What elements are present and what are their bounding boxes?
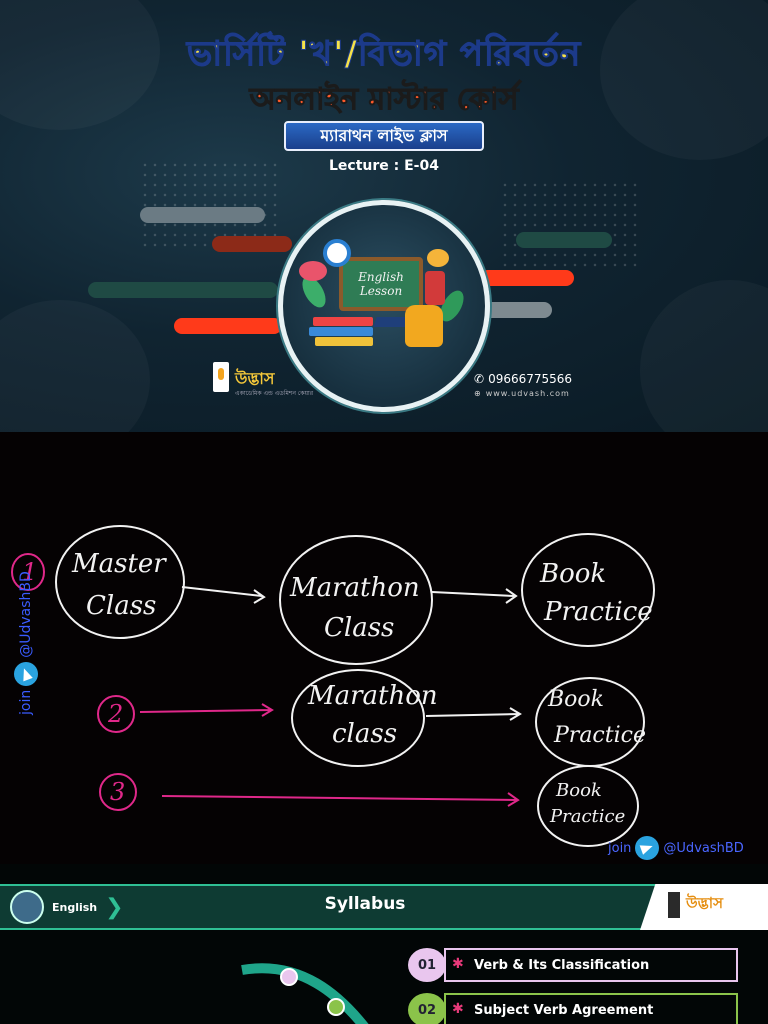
lecture-number: Lecture : E-04 (329, 158, 439, 174)
timeline-curve (241, 963, 369, 1024)
english-book-icon (10, 890, 44, 924)
board-text: English (358, 270, 404, 284)
telegram-handle: @UdvashBD (663, 840, 744, 856)
node-label: Practice (553, 723, 646, 748)
book-icon (313, 317, 373, 326)
telegram-icon (14, 661, 38, 686)
contact-info: ✆09666775566 ⊕www.udvash.com (474, 372, 572, 401)
lesson-illustration: English Lesson (278, 200, 490, 412)
node-book-practice-3 (537, 765, 639, 847)
syllabus-topic: 01 ✱ Verb & Its Classification (408, 948, 738, 982)
node-label: Book (547, 687, 604, 712)
arrow (425, 707, 522, 721)
bg-stripe (470, 302, 552, 318)
bg-dots (500, 180, 640, 270)
topic-label: Subject Verb Agreement (474, 1002, 654, 1018)
bg-stripe (174, 318, 282, 334)
bg-stripe (516, 232, 612, 248)
phone-icon: ✆ (474, 372, 485, 386)
topic-number: 02 (408, 993, 446, 1024)
speech-bubble-icon (427, 249, 449, 267)
join-text: join (18, 689, 34, 715)
bg-stripe (212, 236, 292, 252)
number-circle (97, 695, 135, 733)
topic-label-box: ✱ Subject Verb Agreement (444, 993, 738, 1024)
node-label: Book (539, 559, 606, 589)
node-label: Book (555, 780, 602, 801)
udvash-logo: উদ্ভাস একাডেমিক এন্ড এডমিশন কেয়ার (213, 362, 313, 398)
side-telegram-watermark[interactable]: join @UdvashBD (14, 571, 38, 715)
bg-stripe (140, 207, 265, 223)
class-type-badge: ম্যারাথন লাইভ ক্লাস (284, 121, 484, 151)
syllabus-header: English ❯ Syllabus উদ্ভাস (0, 884, 768, 930)
book-icon (315, 337, 373, 346)
phone-booth-icon (425, 271, 445, 305)
node-label: Class (324, 613, 394, 643)
node-marathon-class-2 (291, 669, 425, 767)
bg-dots (140, 160, 280, 250)
timeline-dot (327, 998, 345, 1016)
node-label: Master (71, 549, 167, 579)
number-circle (99, 773, 137, 811)
timeline-dot (280, 968, 298, 986)
node-book-practice (521, 533, 655, 647)
row-number: 3 (110, 778, 125, 806)
asterisk-icon: ✱ (452, 1001, 464, 1017)
bg-stripe (480, 270, 574, 286)
banner-title: ভার্সিটি 'খ'/বিভাগ পরিবর্তন (186, 34, 582, 75)
node-label: Marathon (307, 681, 438, 711)
join-text: join (608, 840, 632, 856)
logo-text: উদ্ভাস (686, 894, 723, 912)
clock-icon (323, 239, 351, 267)
syllabus-topic: 02 ✱ Subject Verb Agreement (408, 993, 738, 1024)
topic-label-box: ✱ Verb & Its Classification (444, 948, 738, 982)
subject-pill: English ❯ (10, 890, 124, 924)
logo-text: উদ্ভাস (235, 369, 275, 388)
speech-bubble-icon (299, 261, 327, 281)
website: www.udvash.com (485, 389, 570, 398)
topic-label: Verb & Its Classification (474, 957, 650, 973)
arrow (181, 586, 266, 604)
logo-subtitle: একাডেমিক এন্ড এডমিশন কেয়ার (235, 390, 314, 397)
phone-number: 09666775566 (488, 372, 573, 386)
topic-number: 01 (408, 948, 446, 982)
row-number: 1 (22, 558, 37, 586)
whiteboard-drawing: Master Class Marathon Class Book Practic… (11, 525, 655, 847)
number-circle (11, 553, 45, 591)
udvash-logo-icon (213, 362, 229, 392)
arrow (431, 588, 518, 604)
row-number: 2 (107, 700, 123, 728)
chevron-right-icon: ❯ (105, 894, 124, 920)
bg-petal (0, 300, 150, 432)
node-label: class (332, 719, 397, 749)
board-text: Lesson (359, 284, 403, 298)
node-master-class (55, 525, 185, 639)
arrow (139, 703, 274, 717)
subject-label: English (52, 900, 98, 914)
asterisk-icon: ✱ (452, 956, 464, 972)
banner-subtitle: অনলাইন মাস্টার কোর্স (249, 82, 519, 118)
book-icon (309, 327, 373, 336)
udvash-logo-icon (668, 892, 680, 918)
syllabus-timeline (241, 963, 369, 1024)
arrow (161, 792, 520, 807)
bg-petal (640, 280, 768, 432)
node-label: Marathon (289, 573, 420, 603)
syllabus-slide: English ❯ Syllabus উদ্ভাস 01 ✱ Verb & It… (0, 864, 768, 1024)
syllabus-title: Syllabus (324, 894, 406, 914)
telegram-icon (635, 836, 660, 860)
node-label: Class (86, 591, 156, 621)
node-label: Practice (549, 806, 625, 827)
whiteboard: Master Class Marathon Class Book Practic… (0, 432, 768, 864)
node-marathon-class (279, 535, 433, 665)
globe-icon: ⊕ (474, 389, 482, 398)
backpack-icon (405, 305, 443, 347)
bg-stripe (88, 282, 278, 298)
bottom-telegram-watermark[interactable]: join @UdvashBD (608, 836, 744, 860)
node-label: Practice (543, 597, 653, 627)
telegram-handle: @UdvashBD (18, 571, 34, 658)
course-banner: ভার্সিটি 'খ'/বিভাগ পরিবর্তন অনলাইন মাস্ট… (0, 0, 768, 432)
chalkboard-icon: English Lesson (339, 257, 423, 311)
udvash-logo: উদ্ভাস (640, 884, 768, 930)
